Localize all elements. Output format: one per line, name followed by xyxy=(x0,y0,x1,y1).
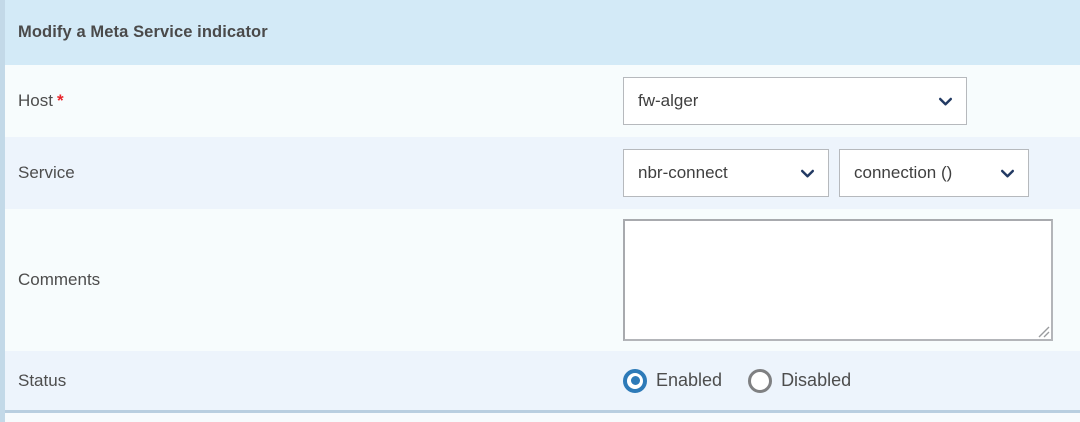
status-radio-enabled-label: Enabled xyxy=(656,370,723,390)
status-radio-enabled[interactable]: Enabled xyxy=(623,368,723,393)
status-field: Enabled Disabled xyxy=(623,368,1066,393)
status-radio-group: Enabled Disabled xyxy=(623,368,877,393)
chevron-down-icon xyxy=(938,97,953,105)
status-label-text: Status xyxy=(18,370,67,390)
service-label: Service xyxy=(18,163,623,183)
host-label-text: Host xyxy=(18,91,53,110)
chevron-down-icon xyxy=(1000,169,1015,177)
service-field: nbr-connect connection () xyxy=(623,149,1066,197)
panel-header: Modify a Meta Service indicator xyxy=(5,0,1080,65)
host-label: Host* xyxy=(18,91,623,111)
radio-unselected-icon[interactable] xyxy=(748,368,773,393)
form-row-service: Service nbr-connect connection () xyxy=(5,137,1080,209)
form-row-host: Host* fw-alger xyxy=(5,65,1080,137)
host-select-value: fw-alger xyxy=(638,91,699,110)
page-title: Modify a Meta Service indicator xyxy=(18,23,268,41)
required-asterisk: * xyxy=(56,91,64,110)
comments-label: Comments xyxy=(18,270,623,290)
comments-field xyxy=(623,219,1066,341)
status-radio-disabled-label: Disabled xyxy=(781,370,852,390)
service-select-value: nbr-connect xyxy=(638,163,728,182)
service-detail-select[interactable]: connection () xyxy=(839,149,1029,197)
radio-selected-icon[interactable] xyxy=(623,368,647,393)
comments-textarea[interactable] xyxy=(625,221,1051,339)
form-row-comments: Comments xyxy=(5,209,1080,351)
service-select[interactable]: nbr-connect xyxy=(623,149,829,197)
service-detail-select-value: connection () xyxy=(854,163,953,182)
status-label: Status xyxy=(18,371,623,391)
host-select[interactable]: fw-alger xyxy=(623,77,967,125)
status-radio-disabled[interactable]: Disabled xyxy=(748,368,852,393)
chevron-down-icon xyxy=(800,169,815,177)
service-label-text: Service xyxy=(18,163,75,182)
comments-label-text: Comments xyxy=(18,270,101,289)
host-field: fw-alger xyxy=(623,77,1066,125)
comments-textarea-wrapper[interactable] xyxy=(623,219,1053,341)
form-row-status: Status Enabled Disabled xyxy=(5,351,1080,413)
